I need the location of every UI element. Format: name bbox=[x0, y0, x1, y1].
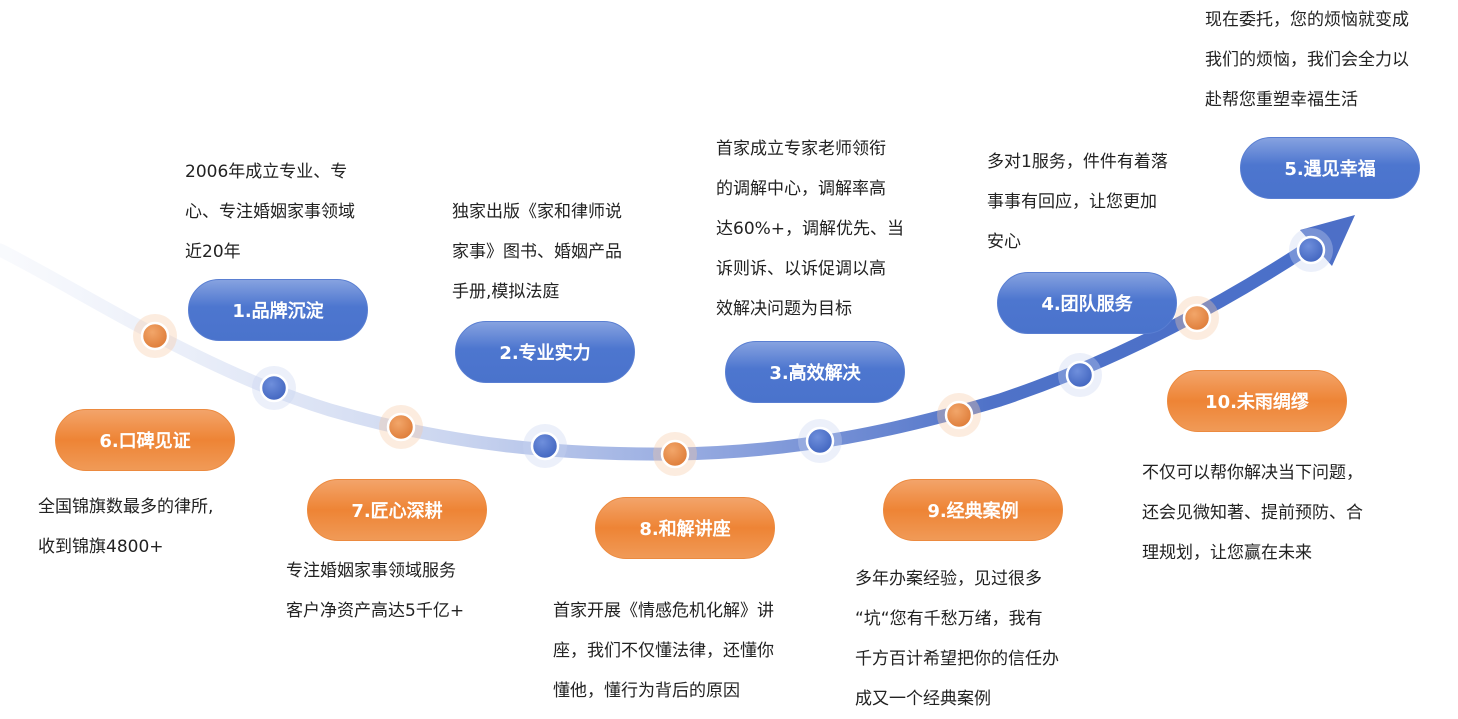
blue-milestone-dot bbox=[1296, 235, 1326, 265]
description-line: 现在委托，您的烦恼就变成 bbox=[1205, 10, 1409, 30]
milestone-description-6: 全国锦旗数最多的律所, 收到锦旗4800+ bbox=[38, 487, 213, 567]
description-line: 事事有回应，让您更加 bbox=[987, 192, 1157, 212]
milestone-pill-7: 7.匠心深耕 bbox=[307, 479, 487, 541]
description-line: 的调解中心，调解率高 bbox=[716, 179, 886, 199]
description-line: 客户净资产高达5千亿+ bbox=[286, 601, 465, 621]
description-line: 心、专注婚姻家事领域 bbox=[185, 202, 355, 222]
description-line: 近20年 bbox=[185, 242, 241, 262]
milestone-pill-10: 10.未雨绸缪 bbox=[1167, 370, 1347, 432]
milestone-description-3: 首家成立专家老师领衔的调解中心，调解率高达60%+，调解优先、当诉则诉、以诉促调… bbox=[716, 129, 904, 329]
description-line: 专注婚姻家事领域服务 bbox=[286, 561, 456, 581]
description-line: 效解决问题为目标 bbox=[716, 299, 852, 319]
orange-milestone-dot bbox=[1182, 303, 1212, 333]
milestone-description-2: 独家出版《家和律师说家事》图书、婚姻产品手册,模拟法庭 bbox=[452, 192, 622, 312]
description-line: 不仅可以帮你解决当下问题， bbox=[1142, 463, 1363, 483]
orange-milestone-dot bbox=[386, 412, 416, 442]
milestone-description-4: 多对1服务，件件有着落事事有回应，让您更加安心 bbox=[987, 142, 1168, 262]
milestone-description-1: 2006年成立专业、专心、专注婚姻家事领域近20年 bbox=[185, 152, 355, 272]
arrow-head-icon bbox=[1300, 215, 1355, 266]
description-line: 手册,模拟法庭 bbox=[452, 282, 560, 302]
description-line: 成又一个经典案例 bbox=[855, 689, 991, 709]
description-line: 懂他，懂行为背后的原因 bbox=[553, 681, 740, 701]
blue-milestone-dot bbox=[259, 373, 289, 403]
orange-milestone-dot bbox=[944, 400, 974, 430]
milestone-pill-1: 1.品牌沉淀 bbox=[188, 279, 368, 341]
description-line: 达60%+，调解优先、当 bbox=[716, 219, 905, 239]
description-line: 千方百计希望把你的信任办 bbox=[855, 649, 1059, 669]
milestone-pill-2: 2.专业实力 bbox=[455, 321, 635, 383]
milestone-pill-4: 4.团队服务 bbox=[997, 272, 1177, 334]
description-line: 安心 bbox=[987, 232, 1021, 252]
milestone-description-7: 专注婚姻家事领域服务客户净资产高达5千亿+ bbox=[286, 551, 464, 631]
description-line: 首家开展《情感危机化解》讲 bbox=[553, 601, 774, 621]
orange-milestone-dot bbox=[140, 321, 170, 351]
milestone-description-10: 不仅可以帮你解决当下问题， 还会见微知著、提前预防、合理规划，让您赢在未来 bbox=[1142, 453, 1363, 573]
description-line: 座，我们不仅懂法律，还懂你 bbox=[553, 641, 774, 661]
description-line: 我们的烦恼，我们会全力以 bbox=[1205, 50, 1409, 70]
description-line: 多对1服务，件件有着落 bbox=[987, 152, 1168, 172]
description-line: 还会见微知著、提前预防、合 bbox=[1142, 503, 1363, 523]
milestone-pill-3: 3.高效解决 bbox=[725, 341, 905, 403]
milestone-description-5: 现在委托，您的烦恼就变成我们的烦恼，我们会全力以赴帮您重塑幸福生活 bbox=[1205, 0, 1409, 120]
milestone-pill-9: 9.经典案例 bbox=[883, 479, 1063, 541]
milestone-pill-8: 8.和解讲座 bbox=[595, 497, 775, 559]
description-line: 收到锦旗4800+ bbox=[38, 537, 164, 557]
milestone-pill-5: 5.遇见幸福 bbox=[1240, 137, 1420, 199]
description-line: 赴帮您重塑幸福生活 bbox=[1205, 90, 1358, 110]
description-line: 首家成立专家老师领衔 bbox=[716, 139, 886, 159]
blue-milestone-dot bbox=[530, 431, 560, 461]
description-line: 独家出版《家和律师说 bbox=[452, 202, 622, 222]
milestone-description-9: 多年办案经验，见过很多 “坑“您有千愁万绪，我有千方百计希望把你的信任办成又一个经… bbox=[855, 559, 1059, 719]
description-line: “坑“您有千愁万绪，我有 bbox=[855, 609, 1043, 629]
milestone-pill-6: 6.口碑见证 bbox=[55, 409, 235, 471]
description-line: 全国锦旗数最多的律所, bbox=[38, 497, 214, 517]
blue-milestone-dot bbox=[805, 426, 835, 456]
description-line: 理规划，让您赢在未来 bbox=[1142, 543, 1312, 563]
orange-milestone-dot bbox=[660, 439, 690, 469]
description-line: 家事》图书、婚姻产品 bbox=[452, 242, 622, 262]
blue-milestone-dot bbox=[1065, 360, 1095, 390]
milestone-description-8: 首家开展《情感危机化解》讲座，我们不仅懂法律，还懂你懂他，懂行为背后的原因 bbox=[553, 591, 774, 711]
description-line: 多年办案经验，见过很多 bbox=[855, 569, 1042, 589]
description-line: 2006年成立专业、专 bbox=[185, 162, 348, 182]
description-line: 诉则诉、以诉促调以高 bbox=[716, 259, 886, 279]
